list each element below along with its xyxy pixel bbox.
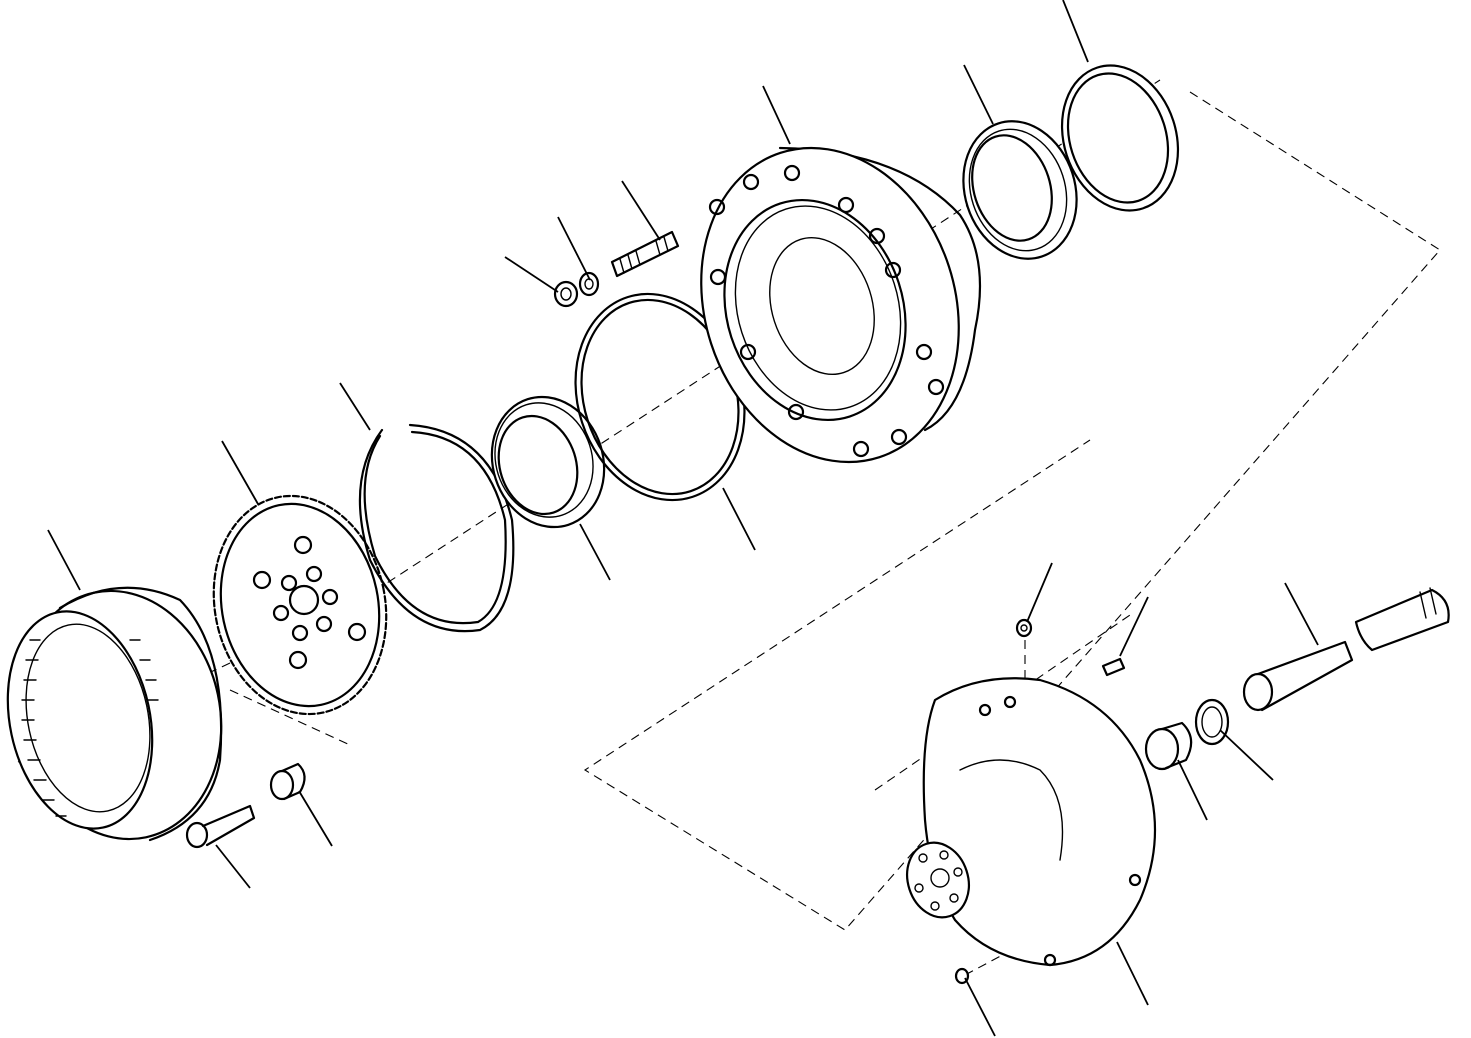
spindle-housing bbox=[906, 677, 1157, 967]
bearing-small bbox=[490, 395, 606, 529]
wheel-hub bbox=[700, 146, 982, 464]
sleeve bbox=[1144, 721, 1193, 771]
washer bbox=[578, 271, 600, 297]
snap-ring bbox=[358, 423, 515, 633]
nut bbox=[553, 280, 579, 308]
ring-gear bbox=[6, 586, 223, 842]
stud bbox=[610, 230, 680, 278]
bolt bbox=[185, 804, 256, 849]
seal bbox=[1194, 698, 1230, 746]
bearing-large bbox=[962, 120, 1078, 260]
grease-fitting bbox=[1015, 618, 1033, 638]
bushing bbox=[269, 762, 306, 801]
pin bbox=[1101, 657, 1126, 677]
planet-carrier bbox=[212, 494, 388, 716]
seal-ring bbox=[1060, 64, 1180, 212]
leader-lines bbox=[47, 0, 1319, 1037]
drive-shaft bbox=[1242, 587, 1450, 712]
